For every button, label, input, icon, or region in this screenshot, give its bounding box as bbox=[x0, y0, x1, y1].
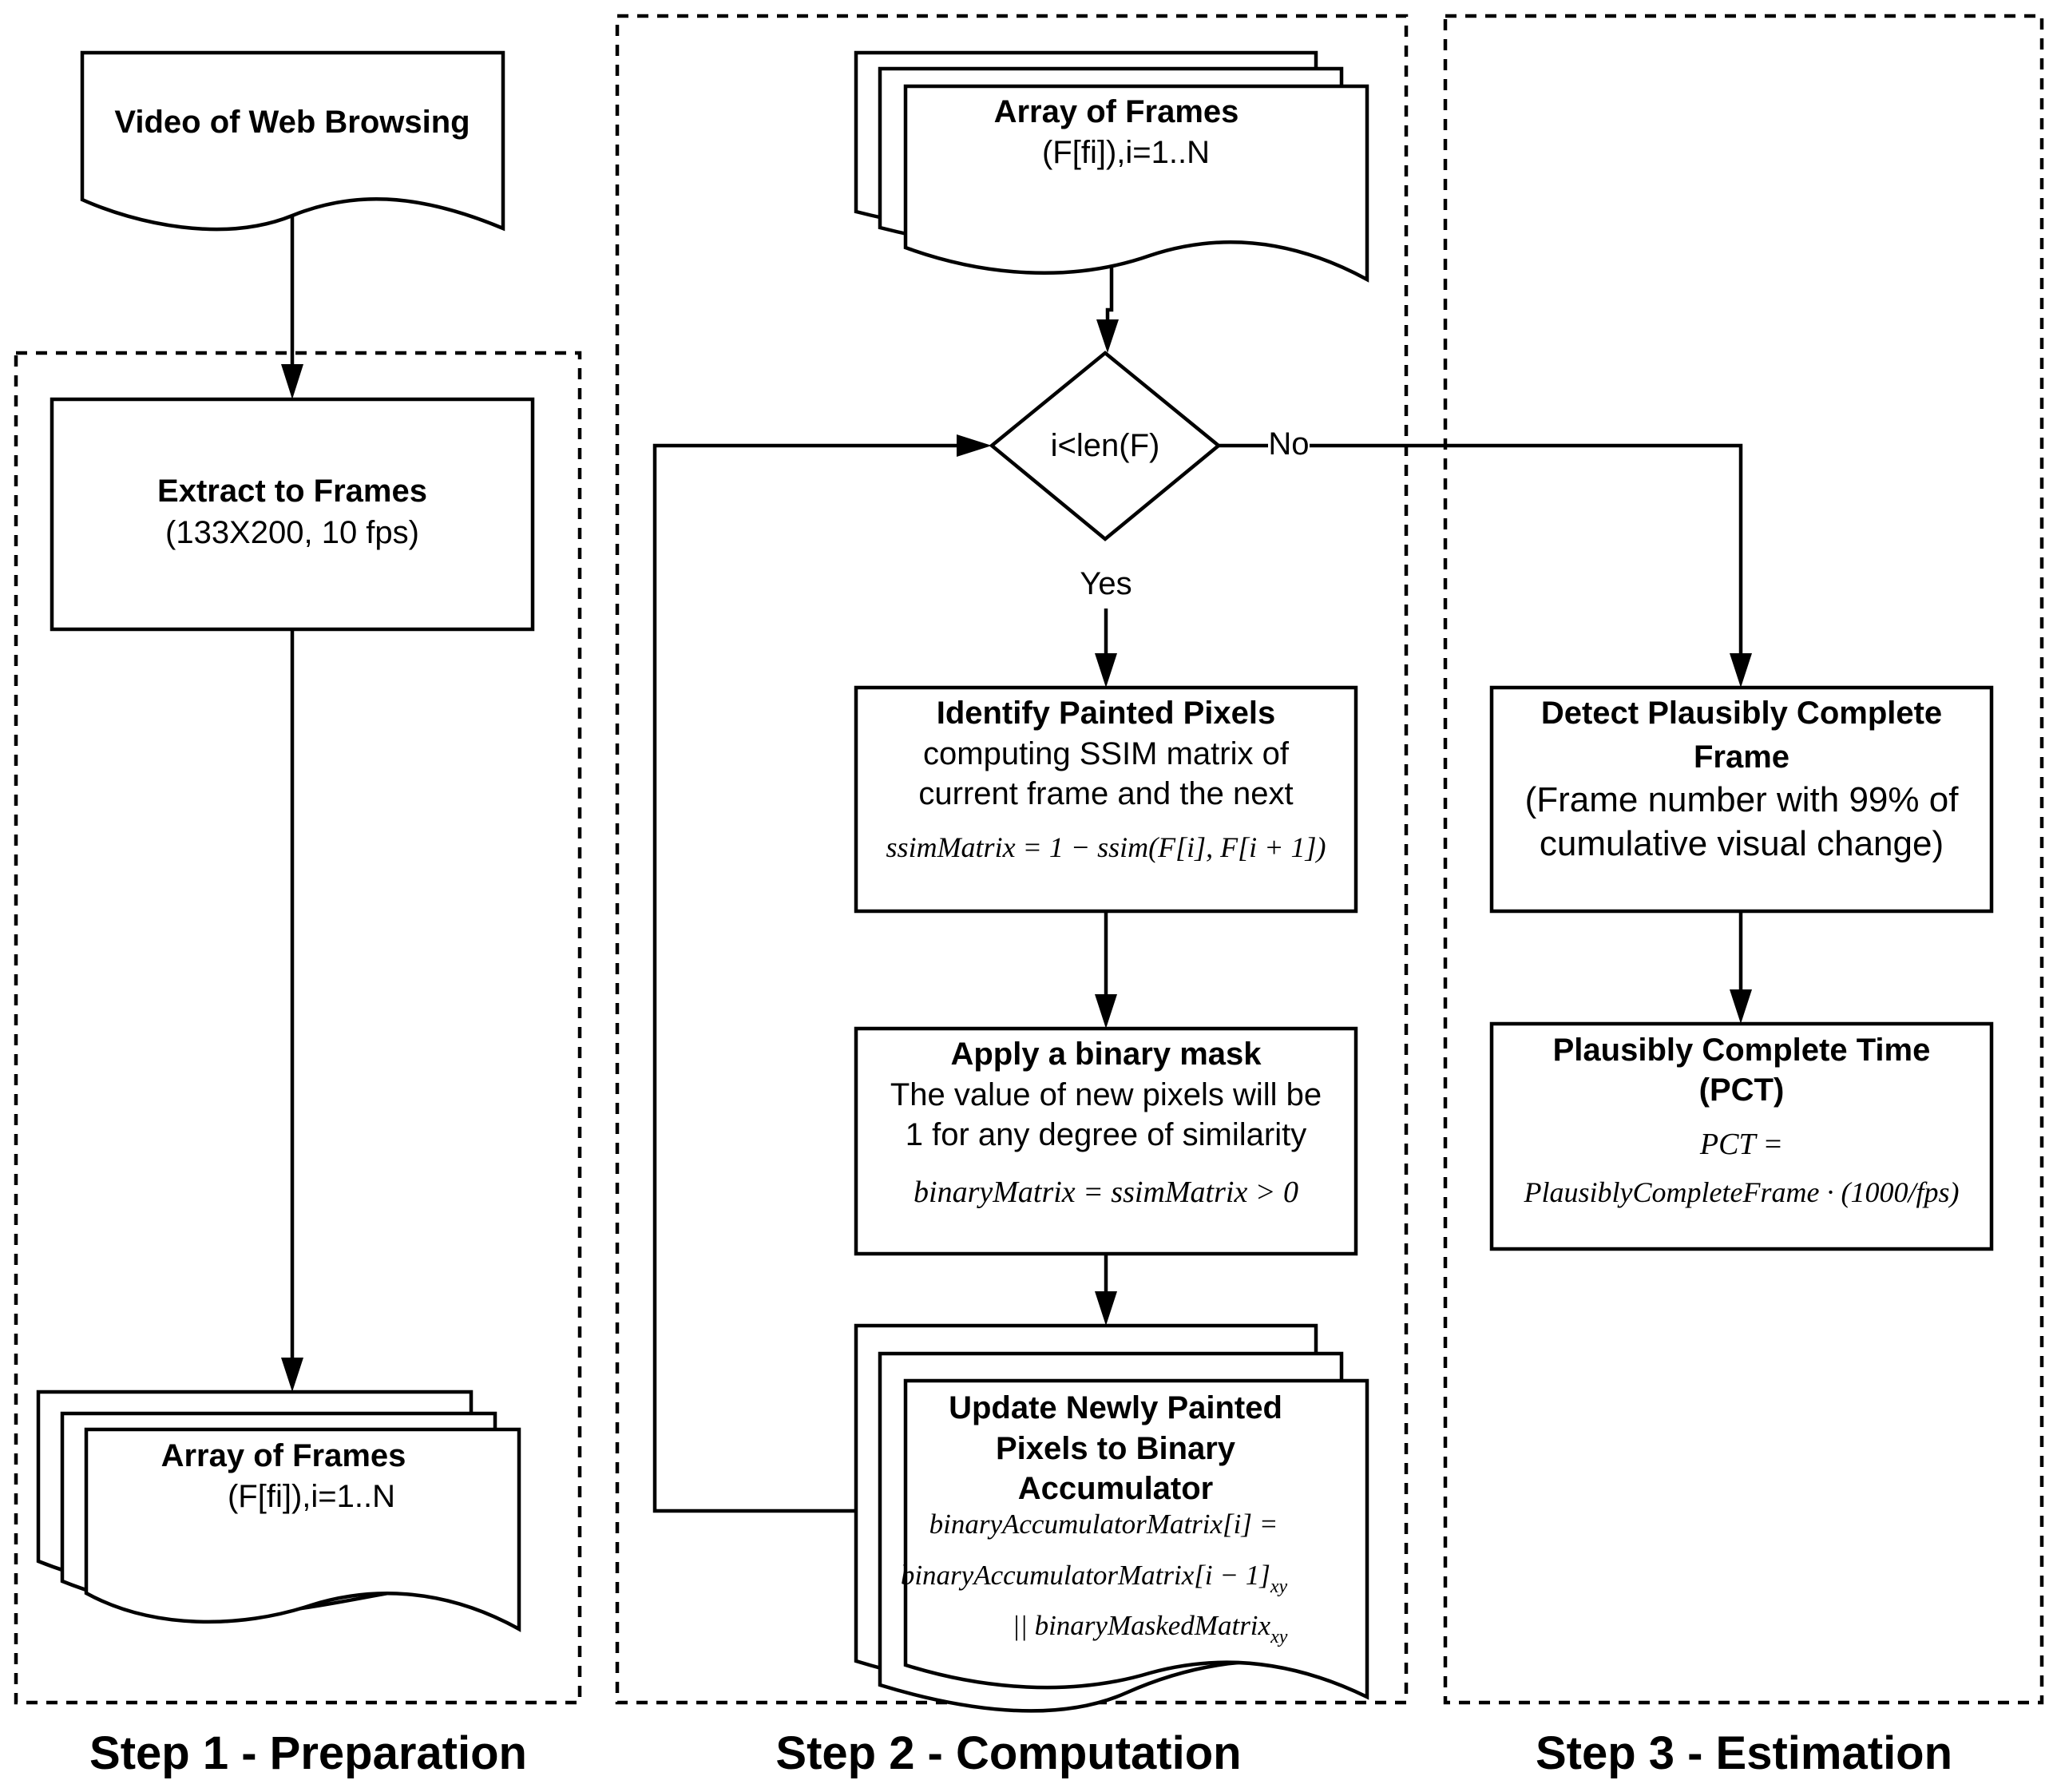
array-of-frames-step1: Array of Frames (F[fi]),i=1..N bbox=[36, 1390, 521, 1632]
arrowhead-video-extract bbox=[281, 364, 303, 399]
decision-diamond: i<len(F) bbox=[989, 351, 1222, 541]
arrowhead-yes-identify bbox=[1095, 653, 1117, 688]
array1-title: Array of Frames bbox=[161, 1438, 406, 1473]
arrow-no-to-detect bbox=[1310, 443, 1743, 679]
update-accumulator-documents: Update Newly Painted Pixels to Binary Ac… bbox=[854, 1323, 1369, 1713]
array-of-frames-step2: Array of Frames (F[fi]),i=1..N bbox=[854, 50, 1369, 283]
pct-formula-2: PlausiblyCompleteFrame · (1000/fps) bbox=[1524, 1176, 1960, 1208]
pct-formula-1: PCT = bbox=[1699, 1128, 1783, 1161]
identify-line-1: computing SSIM matrix of bbox=[923, 736, 1290, 771]
detect-plausibly-complete-frame-box: Detect Plausibly Complete Frame (Frame n… bbox=[1489, 685, 1994, 914]
arrowhead-array-decision bbox=[1096, 319, 1119, 353]
identify-painted-pixels-box: Identify Painted Pixels computing SSIM m… bbox=[854, 685, 1358, 914]
update-formula-1: binaryAccumulatorMatrix[i] = bbox=[929, 1509, 1278, 1540]
detect-title-1: Detect Plausibly Complete bbox=[1541, 696, 1942, 731]
no-label: No bbox=[1268, 426, 1309, 462]
detect-title-2: Frame bbox=[1694, 739, 1789, 775]
array1-detail: (F[fi]),i=1..N bbox=[228, 1479, 395, 1514]
detect-line-2: cumulative visual change) bbox=[1540, 824, 1944, 863]
step1-title: Step 1 - Preparation bbox=[89, 1727, 527, 1779]
arrowhead-loop-decision bbox=[957, 434, 992, 457]
mask-line-2: 1 for any degree of similarity bbox=[906, 1117, 1306, 1152]
yes-label: Yes bbox=[1080, 566, 1132, 601]
pct-title-2: (PCT) bbox=[1699, 1072, 1785, 1108]
video-title: Video of Web Browsing bbox=[114, 105, 470, 140]
update-formula-3: || binaryMaskedMatrixxy bbox=[1013, 1610, 1288, 1647]
video-document: Video of Web Browsing bbox=[80, 50, 505, 232]
update-title-1: Update Newly Painted bbox=[949, 1390, 1282, 1425]
arrowheads bbox=[281, 319, 1752, 1392]
apply-binary-mask-box: Apply a binary mask The value of new pix… bbox=[854, 1026, 1358, 1256]
array2-title: Array of Frames bbox=[994, 94, 1239, 129]
plausibly-complete-time-box: Plausibly Complete Time (PCT) PCT = Plau… bbox=[1489, 1021, 1994, 1251]
arrowhead-detect-pct bbox=[1730, 989, 1752, 1024]
step1-container bbox=[14, 351, 582, 1705]
mask-title: Apply a binary mask bbox=[950, 1037, 1262, 1072]
step3-container bbox=[1443, 14, 2044, 1705]
decision-text: i<len(F) bbox=[1051, 428, 1160, 463]
update-title-3: Accumulator bbox=[1018, 1471, 1214, 1506]
mask-line-1: The value of new pixels will be bbox=[890, 1077, 1322, 1112]
detect-line-1: (Frame number with 99% of bbox=[1525, 780, 1960, 819]
arrowhead-extract-array bbox=[281, 1358, 303, 1392]
identify-title: Identify Painted Pixels bbox=[937, 696, 1276, 731]
extract-frames-box: Extract to Frames (133X200, 10 fps) bbox=[50, 397, 535, 632]
array2-detail: (F[fi]),i=1..N bbox=[1042, 135, 1210, 170]
update-title-2: Pixels to Binary bbox=[996, 1431, 1236, 1466]
step2-title: Step 2 - Computation bbox=[775, 1727, 1241, 1779]
arrowhead-identify-mask bbox=[1095, 994, 1117, 1029]
update-formula-2: binaryAccumulatorMatrix[i − 1]xy bbox=[901, 1560, 1288, 1597]
extract-detail: (133X200, 10 fps) bbox=[165, 515, 419, 550]
identify-line-2: current frame and the next bbox=[918, 776, 1293, 811]
pct-title-1: Plausibly Complete Time bbox=[1553, 1033, 1931, 1068]
arrowhead-mask-update bbox=[1095, 1291, 1117, 1326]
extract-title: Extract to Frames bbox=[157, 474, 427, 509]
identify-formula: ssimMatrix = 1 − ssim(F[i], F[i + 1]) bbox=[886, 831, 1326, 863]
mask-formula: binaryMatrix = ssimMatrix > 0 bbox=[914, 1176, 1298, 1209]
arrowhead-no-detect bbox=[1730, 653, 1752, 688]
loop-back-line bbox=[652, 443, 984, 1513]
step3-title: Step 3 - Estimation bbox=[1536, 1727, 1952, 1779]
